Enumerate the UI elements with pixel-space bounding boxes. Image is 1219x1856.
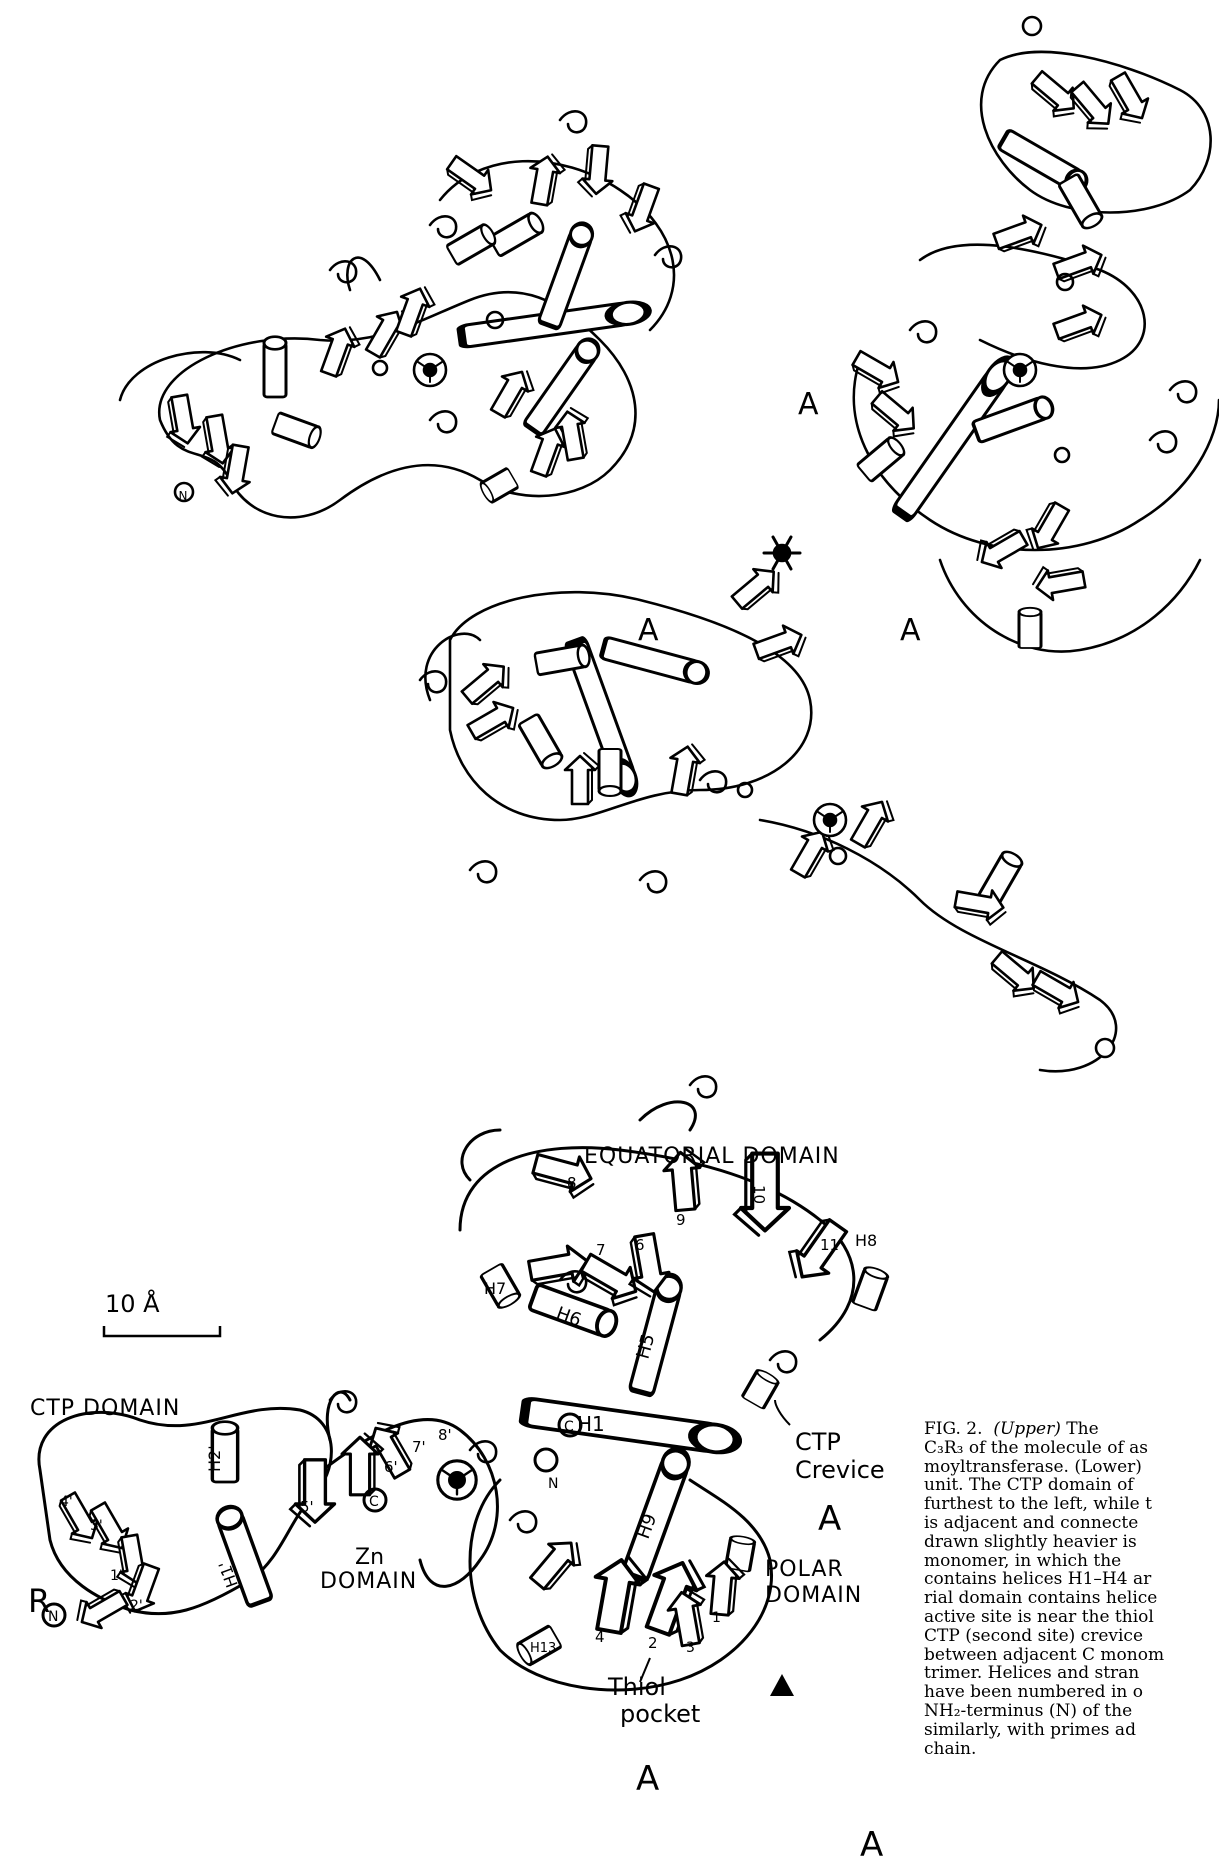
thiol-pocket-label-2: pocket	[620, 1700, 700, 1728]
helix-h1	[523, 1398, 739, 1455]
caption-line: NH₂-terminus (N) of the	[924, 1702, 1219, 1721]
caption-line: contains helices H1–H4 ar	[924, 1570, 1219, 1589]
caption-upper-label: (Upper)	[993, 1419, 1061, 1439]
caption-line: unit. The CTP domain of	[924, 1476, 1219, 1495]
strand-label: 9	[676, 1211, 686, 1229]
strand-label: 1	[712, 1610, 721, 1626]
strand-label: 7'	[412, 1438, 426, 1456]
threefold-axis-symbol	[764, 537, 800, 569]
upper-left-unit	[120, 111, 681, 517]
upper-bottom-unit	[420, 558, 1116, 1071]
caption-figure-number: FIG. 2.	[924, 1419, 983, 1439]
n-terminus-label: N	[48, 1609, 58, 1625]
caption-line: drawn slightly heavier is	[924, 1533, 1219, 1552]
caption-line: rial domain contains helice	[924, 1589, 1219, 1608]
caption-line: have been numbered in o	[924, 1683, 1219, 1702]
symmetry-mark: A	[900, 613, 921, 648]
helix-label: H8	[855, 1231, 877, 1250]
strand-label: 3'	[90, 1518, 103, 1534]
thiol-pocket-label-1: Thiol	[607, 1673, 666, 1701]
caption-line: active site is near the thiol	[924, 1608, 1219, 1627]
triangle-icon	[770, 1674, 794, 1696]
ctp-crevice-label-1: CTP	[795, 1428, 841, 1456]
helix-label: H7	[484, 1279, 506, 1298]
polar-domain-label-2: DOMAIN	[765, 1583, 862, 1608]
c-terminus-label: C	[369, 1494, 379, 1510]
strand-label: 4	[595, 1628, 605, 1646]
zn-domain-label-2: DOMAIN	[320, 1569, 417, 1594]
caption-line: C₃R₃ of the molecule of as	[924, 1439, 1219, 1458]
strand-label: 8'	[438, 1426, 452, 1444]
ctp-crevice-label-2: Crevice	[795, 1456, 885, 1484]
helix-h1-prime	[214, 1504, 272, 1607]
symmetry-mark: A	[638, 613, 659, 648]
caption-line: trimer. Helices and stran	[924, 1664, 1219, 1683]
caption-line: monomer, in which the	[924, 1552, 1219, 1571]
caption-line: furthest to the left, while t	[924, 1495, 1219, 1514]
strand-label: 7	[596, 1241, 606, 1259]
caption-text: The	[1066, 1419, 1098, 1439]
caption-line: moyltransferase. (Lower)	[924, 1458, 1219, 1477]
ctp-domain-label: CTP DOMAIN	[30, 1396, 180, 1421]
equatorial-domain-label: EQUATORIAL DOMAIN	[584, 1144, 840, 1169]
helix-label: H2'	[205, 1445, 224, 1472]
zn-domain-label-1: Zn	[355, 1545, 384, 1570]
symmetry-mark: A	[860, 1825, 883, 1856]
n-terminus-label: N	[179, 489, 188, 503]
caption-line: is adjacent and connecte	[924, 1514, 1219, 1533]
symmetry-mark: A	[818, 1499, 841, 1539]
strand-label: 6'	[384, 1458, 398, 1476]
strand-label: 6	[635, 1236, 645, 1254]
c-terminus-label: C	[564, 1419, 574, 1435]
strand-label: 1'	[110, 1568, 123, 1584]
zinc-site-icon	[438, 1461, 476, 1499]
upper-right-unit	[847, 17, 1219, 652]
chain-r-label: R	[28, 1582, 50, 1620]
caption-line: chain.	[924, 1740, 1219, 1759]
scale-label: 10 Å	[105, 1289, 160, 1318]
strand-label: 3	[686, 1640, 695, 1656]
strand-label: 8	[567, 1174, 577, 1192]
caption-line: similarly, with primes ad	[924, 1721, 1219, 1740]
strand-label: 2'	[130, 1598, 143, 1614]
caption-line: CTP (second site) crevice	[924, 1627, 1219, 1646]
strand-label: 4'	[60, 1494, 73, 1510]
helix-h8	[852, 1265, 888, 1311]
strand-label: 11	[820, 1236, 839, 1254]
symmetry-mark: A	[798, 387, 819, 422]
strand-label: 2	[648, 1634, 658, 1652]
n-terminus-label: N	[548, 1476, 558, 1492]
symmetry-mark: A	[636, 1759, 659, 1799]
scale-bar	[102, 1324, 222, 1338]
helix-label: H1	[577, 1412, 605, 1436]
figure-caption: FIG. 2. (Upper) The C₃R₃ of the molecule…	[924, 1420, 1219, 1758]
crevice-pointer	[775, 1400, 790, 1425]
caption-first-line: FIG. 2. (Upper) The	[924, 1420, 1219, 1439]
polar-domain-label-1: POLAR	[765, 1557, 844, 1582]
strand-label: 5'	[300, 1498, 314, 1516]
strand-label: 10	[750, 1185, 768, 1204]
helix-label: H13	[530, 1641, 556, 1656]
caption-line: between adjacent C monom	[924, 1646, 1219, 1665]
upper-assembly	[120, 17, 1219, 1071]
